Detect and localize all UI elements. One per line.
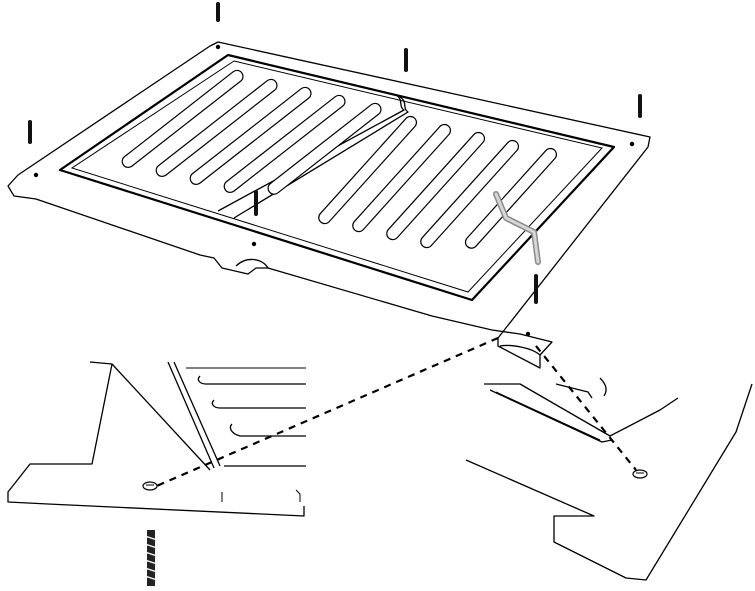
screws <box>28 2 642 304</box>
louver-slot <box>267 102 382 195</box>
louver-slot <box>352 123 452 233</box>
wood-screw-icon <box>144 530 158 586</box>
detail-leaders <box>151 336 637 490</box>
louver-slot <box>386 131 486 241</box>
vent-frame <box>7 41 651 369</box>
louver-slot <box>420 139 520 249</box>
right-corner-detail <box>465 377 753 581</box>
louver-slot <box>223 94 346 193</box>
louver-slot <box>318 115 418 225</box>
allen-key-icon <box>493 191 541 265</box>
louver-slot <box>155 78 278 177</box>
louver-slot <box>121 69 244 168</box>
left-corner-detail <box>7 361 306 586</box>
vent-panel <box>58 53 616 302</box>
screw-holes <box>33 44 635 337</box>
louver-slot <box>189 86 312 185</box>
louver-slot <box>464 147 558 249</box>
